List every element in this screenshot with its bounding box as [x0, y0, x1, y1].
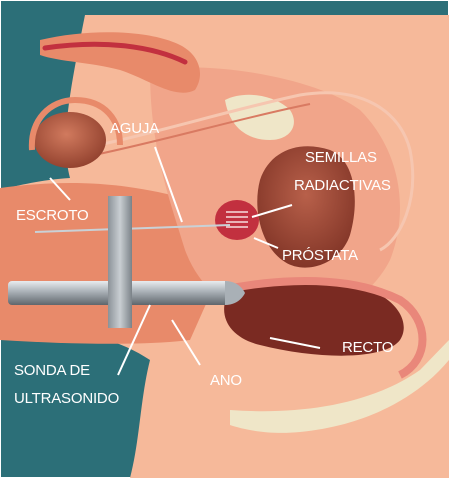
- testis: [34, 112, 106, 168]
- label-escroto: ESCROTO: [16, 207, 89, 224]
- label-recto: RECTO: [342, 339, 393, 356]
- prostate: [215, 200, 259, 240]
- label-ano: ANO: [210, 372, 242, 389]
- label-aguja: AGUJA: [110, 120, 159, 137]
- template-plate: [108, 196, 132, 328]
- label-semillas-line2: RADIACTIVAS: [294, 177, 391, 194]
- label-prostata: PRÓSTATA: [282, 247, 358, 264]
- label-sonda-line2: ULTRASONIDO: [14, 390, 119, 407]
- label-sonda-line1: SONDA DE: [14, 362, 90, 379]
- label-semillas-line1: SEMILLAS: [305, 149, 377, 166]
